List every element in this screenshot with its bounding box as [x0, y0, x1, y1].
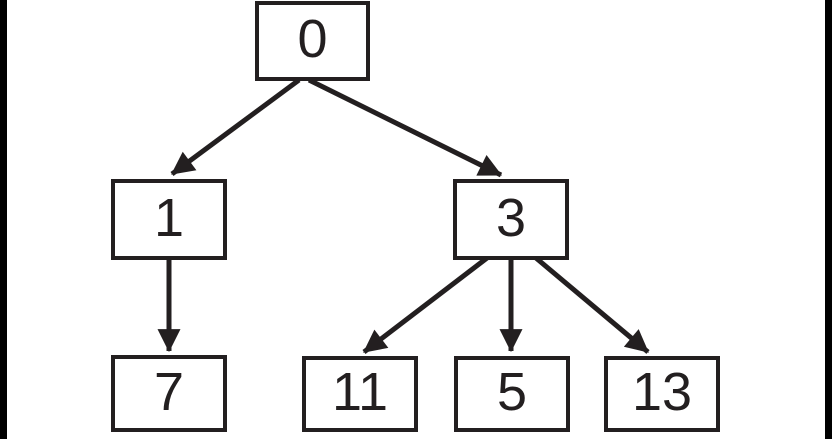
edge-3-13	[534, 256, 650, 354]
tree-node-0: 0	[255, 1, 370, 81]
edge-0-3	[307, 77, 503, 178]
tree-node-7: 7	[111, 355, 227, 432]
node-label: 13	[631, 362, 693, 422]
left-edge-bar	[0, 0, 7, 439]
node-label: 11	[331, 362, 389, 422]
node-label: 3	[495, 187, 527, 248]
node-label: 5	[496, 362, 528, 422]
tree-node-11: 11	[302, 356, 418, 432]
edge-0-1	[170, 77, 301, 177]
node-label: 1	[153, 187, 185, 248]
tree-node-1: 1	[111, 179, 227, 260]
tree-node-13: 13	[604, 356, 720, 432]
tree-node-3: 3	[453, 179, 569, 260]
tree-node-5: 5	[454, 356, 570, 432]
right-edge-bar	[825, 0, 832, 439]
node-label: 0	[297, 9, 328, 69]
node-label: 7	[153, 361, 185, 422]
edge-3-11	[362, 256, 489, 354]
